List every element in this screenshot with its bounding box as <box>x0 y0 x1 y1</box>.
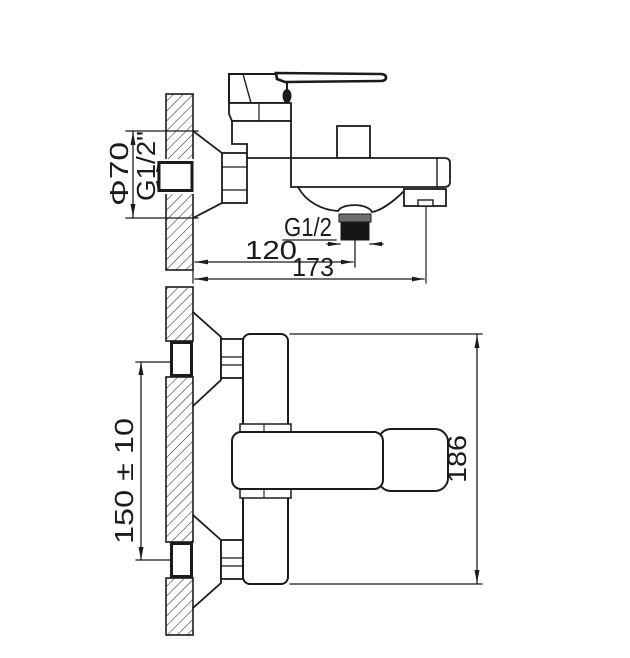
inlet-fitting-bottom <box>170 542 193 578</box>
arrowhead <box>195 276 208 282</box>
connection-nut-bottom <box>220 539 244 580</box>
connection-nut-top <box>220 338 244 379</box>
outlet-ring <box>338 213 372 223</box>
front-wall-section <box>165 376 194 543</box>
arrowhead <box>130 204 136 217</box>
dome-facet-line <box>242 73 252 104</box>
side-view: Φ70 G1/2" G1/2 120 173 <box>104 71 451 284</box>
spout-outlet-notch <box>417 199 434 207</box>
front-view: 150 ± 10 186 <box>109 286 483 636</box>
inlet-fitting <box>157 161 194 192</box>
arrowhead <box>370 241 382 247</box>
escutcheon-cone-top-edge <box>191 129 224 155</box>
lever-flange-bottom <box>239 488 292 499</box>
arrowhead <box>341 259 353 265</box>
inlet-fitting-top <box>170 341 193 377</box>
connection-nut <box>221 152 248 204</box>
body-collar <box>228 102 292 122</box>
arrowhead <box>156 181 160 191</box>
dim-wall-to-shower-outlet: 120 <box>245 235 297 265</box>
escutcheon-cone-bottom-edge <box>191 201 224 220</box>
front-wall-section <box>165 286 194 342</box>
arrowhead <box>156 162 160 172</box>
dim-inlet-centres: 150 ± 10 <box>109 418 139 544</box>
arrowhead <box>474 335 480 348</box>
dim-overall-height: 186 <box>442 435 472 483</box>
arrowhead <box>138 547 144 560</box>
arrowhead <box>130 132 136 145</box>
dim-inlet-thread: G1/2" <box>131 131 161 201</box>
escutcheon-top <box>191 310 222 408</box>
lever-handle-side <box>274 71 388 84</box>
dim-shower-outlet-thread: G1/2 <box>284 212 332 242</box>
arrowhead <box>328 241 340 247</box>
lever-end-cap <box>377 428 449 492</box>
dim-wall-to-spout-end: 173 <box>292 252 334 282</box>
outlet-thread <box>340 221 370 241</box>
arrowhead <box>474 570 480 583</box>
arrowhead <box>195 259 208 265</box>
lever-pivot <box>282 89 292 103</box>
spout-underside <box>296 185 406 214</box>
diverter-block <box>336 125 371 159</box>
arrowhead <box>412 276 424 282</box>
escutcheon-bottom <box>191 513 222 610</box>
arrowhead <box>138 362 144 375</box>
spout-body <box>290 157 451 188</box>
front-wall-section <box>165 577 194 636</box>
lever-grip-front <box>231 431 384 490</box>
body-block <box>231 120 292 159</box>
dim-escutcheon-diameter: Φ70 <box>104 142 134 206</box>
